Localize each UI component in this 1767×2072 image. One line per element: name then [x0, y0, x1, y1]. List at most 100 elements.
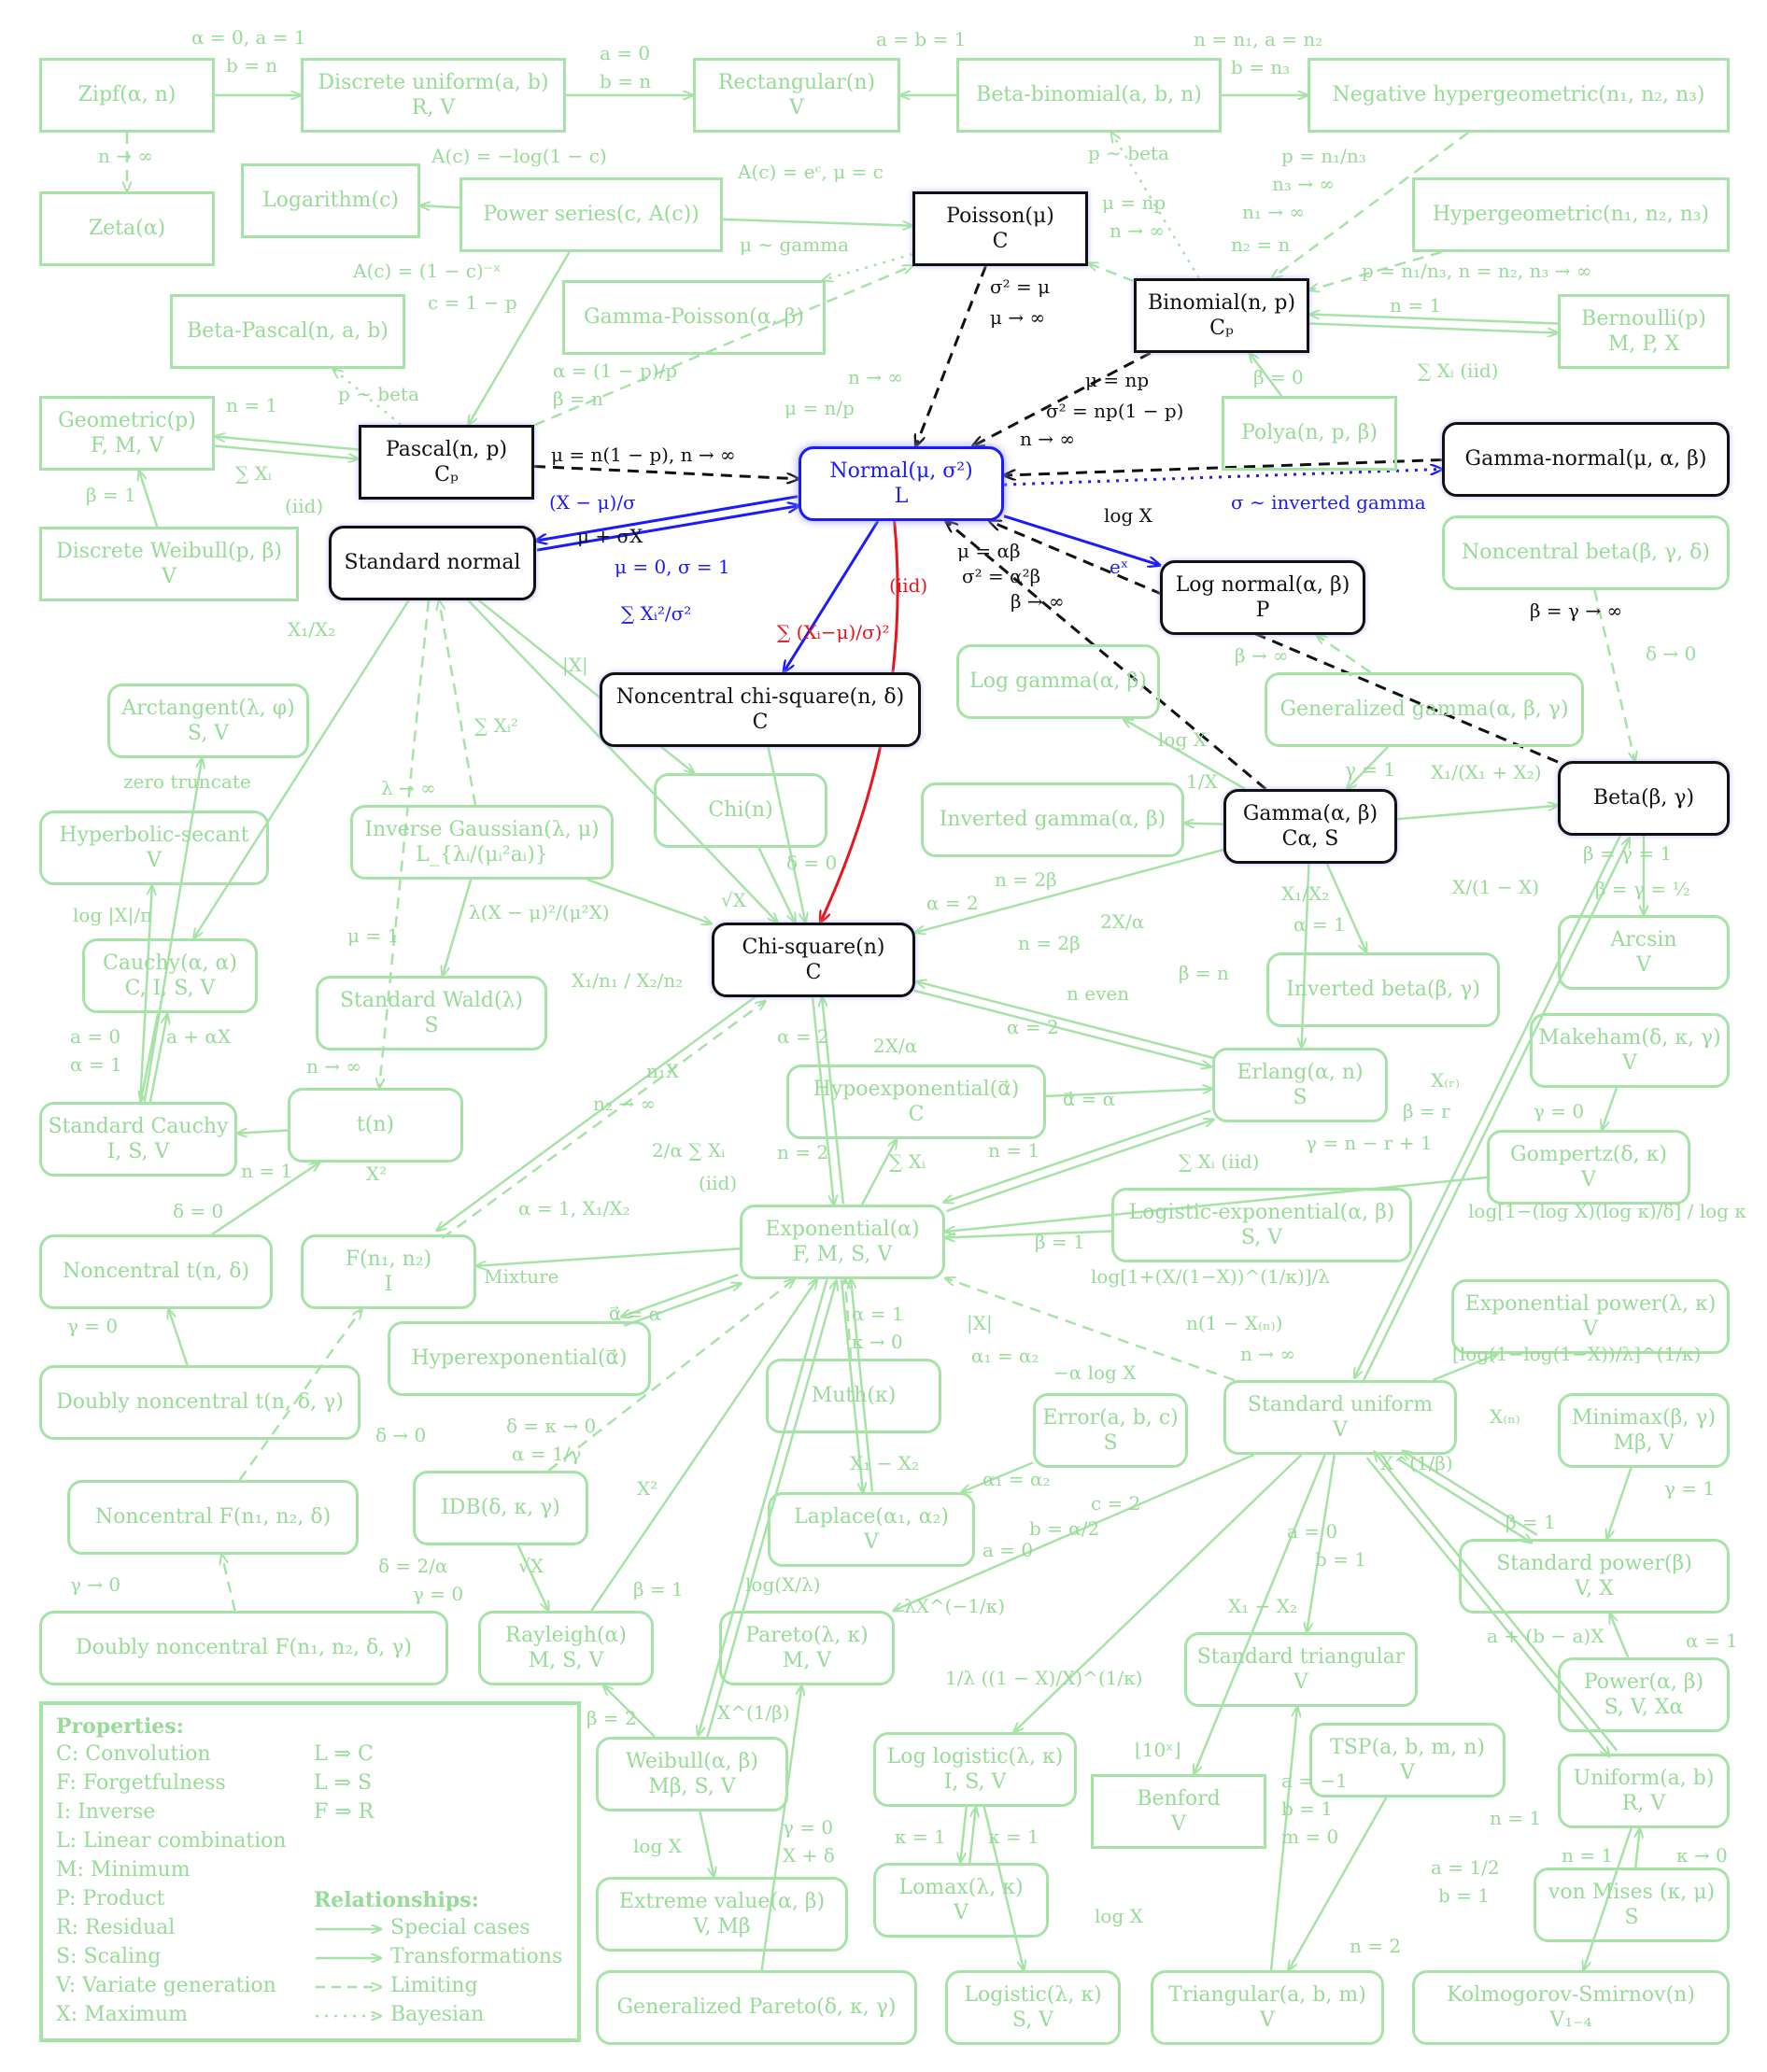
node-tdist: t(n) [288, 1088, 463, 1163]
node-discunif: Discrete uniform(a, b)R, V [301, 58, 566, 133]
node-betabin: Beta-binomial(a, b, n) [956, 58, 1222, 133]
node-label: Rectangular(n) [717, 70, 876, 94]
node-label: Doubly noncentral t(n, δ, γ) [56, 1390, 344, 1415]
node-pareto: Pareto(λ, κ)M, V [719, 1611, 895, 1685]
edge-label: p = n₁/n₃ [1281, 145, 1366, 167]
edge-label: n = 1 [1562, 1844, 1614, 1867]
node-properties: S, V [1011, 2009, 1054, 2032]
edge-label: X/(1 − X) [1452, 876, 1540, 898]
node-erlang: Erlang(α, n)S [1212, 1048, 1388, 1122]
edge-exponential-to-erlang [946, 1120, 1214, 1213]
edge-stdcauchy-to-arctangent [143, 758, 203, 1103]
edge-label: α = 1, X₁/X₂ [518, 1197, 630, 1219]
edge-label: β → ∞ [1011, 590, 1065, 613]
legend-property-item: R: Residual [56, 1916, 176, 1939]
edge-label: μ = n/p [785, 397, 855, 419]
node-hyper: Hypergeometric(n₁, n₂, n₃) [1412, 177, 1730, 252]
node-label: Generalized Pareto(δ, κ, γ) [616, 1995, 897, 2020]
edge-label: n even [1067, 982, 1130, 1005]
edge-exponential-to-hypoexp [860, 1139, 897, 1205]
edge-label: √X [721, 889, 746, 911]
edge-binomial-to-bernoulli [1308, 322, 1558, 333]
edge-label: c = 2 [1091, 1492, 1141, 1515]
edge-stdnormal-to-chisq [467, 599, 777, 923]
node-label: Power(α, β) [1583, 1670, 1704, 1694]
node-label: von Mises (κ, μ) [1548, 1880, 1716, 1904]
edge-stdunif-to-exppower [1432, 1354, 1497, 1382]
node-properties: C [752, 711, 769, 734]
edge-stdunif-to-exponential [945, 1278, 1236, 1382]
edge-idb-to-rayleigh [516, 1544, 549, 1611]
edge-label: b = 1 [1438, 1884, 1490, 1907]
edge-ncbeta-to-beta [1593, 589, 1634, 761]
edge-label: γ = 1 [1664, 1477, 1716, 1500]
node-logisticexp: Logistic-exponential(α, β)S, V [1111, 1188, 1412, 1262]
node-label: Error(a, b, c) [1042, 1405, 1179, 1430]
node-properties: V [1636, 953, 1651, 977]
node-hyperexp: Hyperexponential(α⃗) [388, 1321, 651, 1396]
edge-gamma-to-normal [946, 521, 1267, 791]
edge-label: log X [633, 1835, 682, 1857]
edge-label: n₁ → ∞ [1242, 201, 1306, 223]
edge-label: ∑ Xᵢ²/σ² [621, 602, 692, 625]
edge-hyperexp-to-exponential [623, 1283, 741, 1327]
edge-makeham-to-gompertz [1602, 1087, 1619, 1130]
edge-stdunif-to-stdpower [1396, 1458, 1532, 1543]
edge-gengamma-to-gamma [1347, 746, 1389, 789]
node-properties: L [894, 485, 909, 508]
node-label: Chi(n) [708, 798, 773, 823]
edge-label: p = n₁/n₃, n = n₂, n₃ → ∞ [1362, 260, 1592, 282]
edge-group [127, 95, 1644, 1970]
node-gamnorm: Gamma-normal(μ, α, β) [1442, 422, 1730, 497]
edge-label: α⃗ = α [609, 1303, 662, 1325]
node-properties: S, V [187, 722, 230, 745]
edge-label: β = 1 [1035, 1231, 1085, 1253]
node-properties: I, S, V [943, 1770, 1007, 1794]
edge-label: zero truncate [123, 770, 251, 793]
legend-property-item: L: Linear combination [56, 1829, 287, 1853]
node-poisson: Poisson(μ)C [912, 191, 1088, 266]
edge-stdnormal-to-cauchy [193, 599, 410, 938]
edge-vonmises-to-uniform [1635, 1828, 1639, 1868]
node-stdwald: Standard Wald(λ)S [316, 976, 547, 1050]
node-properties: V₁₋₄ [1549, 2009, 1592, 2032]
node-ncf: Noncentral F(n₁, n₂, δ) [67, 1480, 359, 1555]
node-label: IDB(δ, κ, γ) [441, 1496, 560, 1520]
legend-implication-item: L ⇒ S [314, 1771, 373, 1795]
edge-label: X₍ᵣ₎ [1431, 1069, 1461, 1092]
edge-label: a = −1 [1281, 1769, 1348, 1792]
edge-label: σ² = μ [990, 275, 1051, 298]
edge-chi-to-chisq [757, 847, 796, 923]
node-gampois: Gamma-Poisson(α, β) [562, 280, 826, 355]
edge-ncchisq-to-chisq [767, 746, 806, 923]
legend-property-item: M: Minimum [56, 1858, 191, 1882]
edge-label: a = 0 [1287, 1520, 1338, 1543]
edge-power-to-poisson [722, 218, 912, 226]
edge-label: m = 0 [1281, 1825, 1339, 1848]
node-hypoexp: Hypoexponential(α⃗)C [786, 1064, 1046, 1139]
node-label: Polya(n, p, β) [1241, 421, 1378, 445]
edge-label: [log(1−log(1−X))/λ]^(1/κ) [1452, 1343, 1702, 1365]
edge-label: A(c) = −log(1 − c) [431, 145, 607, 167]
edge-label: α = 1 [1686, 1629, 1738, 1652]
edge-poisson-to-normal [916, 265, 987, 446]
edge-label: n₁X [646, 1060, 680, 1082]
edge-label: log X [1158, 728, 1207, 751]
edge-fdist-to-chisq [441, 1001, 765, 1240]
node-geometric: Geometric(p)F, M, V [39, 396, 215, 471]
edge-label: b = 1 [1315, 1548, 1366, 1571]
edge-label: 1/λ ((1 − X)/X)^(1/κ) [945, 1667, 1143, 1689]
node-discweibull: Discrete Weibull(p, β)V [39, 527, 299, 601]
edge-label: X₁/(X₁ + X₂) [1431, 761, 1542, 783]
edge-pascal-to-poisson [533, 266, 912, 427]
edge-stdunif-to-loglogistic [1013, 1454, 1303, 1732]
node-label: Gamma(α, β) [1242, 801, 1378, 825]
node-vonmises: von Mises (κ, μ)S [1534, 1868, 1730, 1942]
node-label: Log normal(α, β) [1175, 572, 1350, 597]
node-lomax: Lomax(λ, κ)V [873, 1863, 1049, 1938]
edge-geometric-to-pascal [214, 444, 359, 459]
node-properties: V [147, 849, 162, 872]
legend-property-item: F: Forgetfulness [56, 1771, 226, 1795]
legend-property-item: S: Scaling [56, 1945, 162, 1968]
